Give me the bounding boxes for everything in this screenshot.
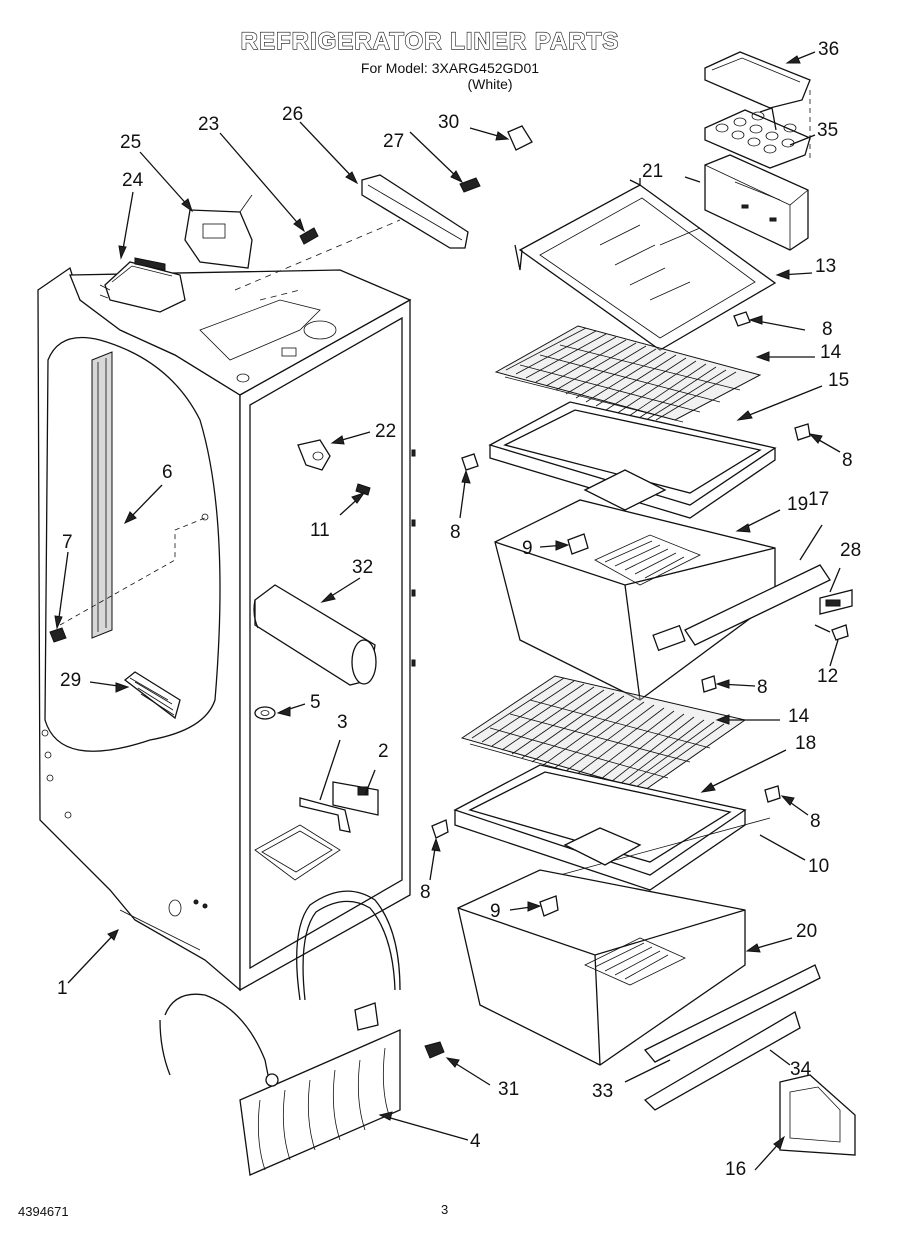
callout-32: 32 [352,557,373,578]
leader-lines [54,51,841,1171]
callout-30: 30 [438,112,459,133]
air-duct-32 [253,584,377,686]
color-line: (White) [467,76,513,92]
callout-7: 7 [62,532,73,553]
callout-17: 17 [808,489,829,510]
callout-14-a: 14 [820,342,842,363]
document-number: 4394671 [18,1204,69,1219]
callout-8-b: 8 [842,450,853,471]
callout-3: 3 [337,712,348,733]
page-number: 3 [441,1202,449,1217]
callout-33: 33 [592,1081,613,1102]
callout-27: 27 [383,131,404,152]
callout-25: 25 [120,132,141,153]
heater-4 [159,890,401,1176]
callout-28: 28 [840,540,861,561]
model-line: For Model: 3XARG452GD01 [360,60,540,76]
screw-31 [424,1041,445,1059]
callout-14-b: 14 [788,706,810,727]
callout-35: 35 [817,120,838,141]
callout-23: 23 [198,114,219,135]
screw-7 [49,627,67,643]
callout-9-b: 9 [490,901,501,922]
callout-5: 5 [310,692,321,713]
callout-21: 21 [642,161,663,182]
shelf-support-9 [539,533,589,917]
crisper-drawer-20 [457,827,746,1066]
dairy-bin-21 [704,90,811,251]
trim-33 [643,964,821,1063]
callout-20: 20 [796,921,817,942]
callout-8-a: 8 [822,319,833,340]
trim-34 [643,1011,801,1111]
callout-10: 10 [808,856,829,877]
screw-11 [355,483,371,496]
drawer-rail-17 [684,564,831,646]
grommet-5 [254,706,276,720]
callout-36: 36 [818,39,839,60]
callout-labels: 1 2 3 4 5 6 7 8 8 8 8 8 8 9 9 10 11 12 1… [57,39,861,1180]
callout-4: 4 [470,1131,481,1152]
callout-16: 16 [725,1159,746,1180]
callout-8-e: 8 [810,811,821,832]
control-housing-24 [99,257,186,313]
callout-22: 22 [375,421,396,442]
callout-31: 31 [498,1079,519,1100]
glass-shelf-13 [514,178,777,351]
trim-10 [559,817,771,876]
clip-30 [507,125,533,151]
callout-13: 13 [815,256,836,277]
callout-11: 11 [310,520,330,541]
callout-19: 19 [787,494,808,515]
bracket-3 [299,797,351,833]
callout-34: 34 [790,1059,812,1080]
screw-23 [299,227,319,245]
callout-1: 1 [57,978,68,999]
shelf-peg-8 [431,311,811,839]
cover-25 [184,194,253,269]
vent-29 [123,671,181,720]
callout-9-a: 9 [522,538,533,559]
bracket-16 [779,1074,856,1156]
diagram-title: REFRIGERATOR LINER PARTS [240,27,620,55]
callout-24: 24 [122,170,144,191]
egg-tray-35 [704,107,811,169]
callout-8-f: 8 [420,882,431,903]
bin-lid-36 [704,51,811,109]
crisper-drawer-19 [494,469,776,701]
callout-12: 12 [817,666,838,687]
callout-18: 18 [795,733,816,754]
callout-2: 2 [378,741,389,762]
shelf-frame-15 [488,401,777,519]
rail-26 [361,174,469,249]
wire-shelf-14-lower [460,675,747,795]
callout-26: 26 [282,104,303,125]
rail-cover-28 [819,589,853,615]
wire-shelf-14-upper [494,325,762,423]
callout-29: 29 [60,670,81,691]
screw-27 [459,177,481,193]
liner-base [119,909,201,951]
callout-15: 15 [828,370,849,391]
bracket-22 [297,439,331,471]
liner-cabinet [37,219,416,992]
callout-6: 6 [162,462,173,483]
callout-8-c: 8 [450,522,461,543]
callout-8-d: 8 [757,677,768,698]
clip-12 [831,624,849,641]
